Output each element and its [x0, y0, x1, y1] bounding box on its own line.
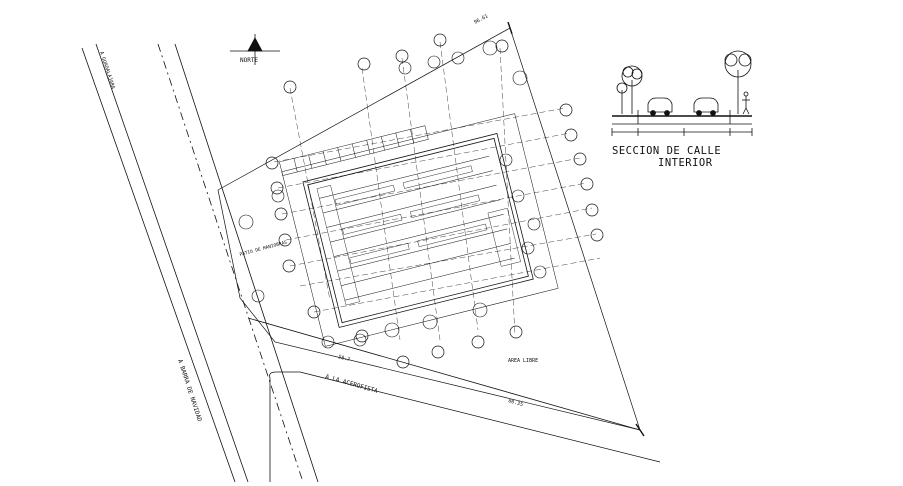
north-arrow-icon: [230, 34, 280, 65]
area-label: AREA LIBRE: [508, 358, 538, 364]
left-highway: [81, 43, 319, 483]
section-tree-right-icon: [724, 50, 752, 114]
street-section: [611, 110, 753, 136]
section-title: SECCION DE CALLE INTERIOR: [612, 145, 742, 169]
section-car-left-icon: [647, 97, 673, 116]
dim-bottom: 80.35: [507, 398, 523, 408]
section-title-line2: INTERIOR: [658, 157, 713, 169]
section-title-line1: SECCION DE CALLE: [612, 145, 722, 157]
section-tree-left-icon: [621, 65, 643, 114]
road-left-top-label: A GUADALAJARA: [98, 51, 116, 90]
parking-top: [279, 125, 429, 176]
north-label: NORTE: [240, 57, 258, 64]
dim-left-bottom: 58.7: [337, 354, 350, 363]
road-left-label: A BARRA DE NAVIDAD: [176, 358, 203, 422]
section-car-right-icon: [693, 97, 719, 116]
bottom-road: [247, 317, 661, 482]
grid-lines: [273, 41, 601, 341]
site-boundary: [217, 21, 645, 437]
tree-symbols: [238, 40, 547, 349]
dim-top: 96.61: [473, 13, 489, 25]
main-building: [281, 113, 559, 347]
patio-label: PATIO DE MANIOBRAS: [239, 239, 288, 257]
grid-bubbles: [265, 33, 604, 369]
section-small-tree-icon: [616, 82, 628, 114]
road-bottom-label: A LA ACEROFISTA: [324, 373, 378, 395]
section-person-icon: [742, 91, 750, 115]
